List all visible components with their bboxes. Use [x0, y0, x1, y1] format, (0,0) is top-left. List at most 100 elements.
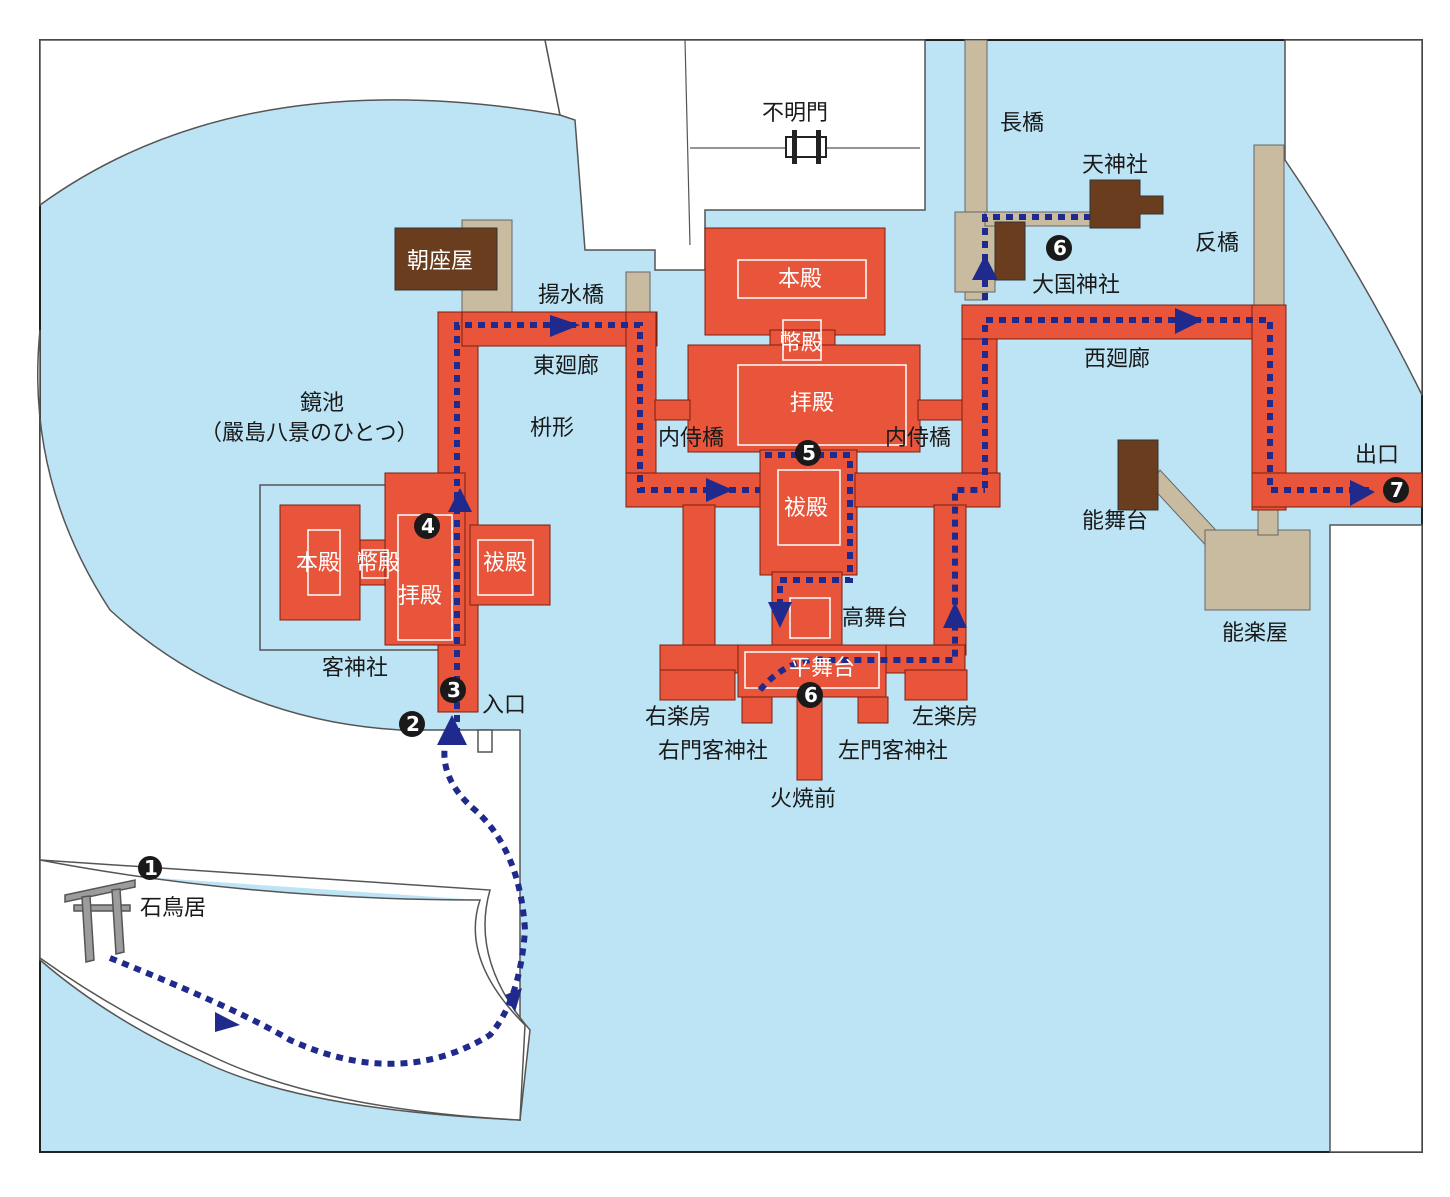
label-ishitorii: 石鳥居	[140, 896, 206, 921]
east-land	[1329, 524, 1423, 1153]
stop-label-3: 3	[447, 678, 461, 702]
daikoku-building	[994, 221, 1026, 281]
tenjinsha-building	[1089, 179, 1164, 229]
label-haraiden-main: 祓殿	[784, 496, 828, 521]
route-arrows	[215, 255, 1375, 1032]
marodo-honden	[279, 504, 361, 621]
label-fumeimon: 不明門	[762, 101, 828, 126]
entrance-gate	[477, 729, 493, 753]
marodo-haraiden	[469, 524, 551, 606]
arrow-icon-2	[505, 988, 522, 1012]
arrow-icon-9	[972, 255, 998, 280]
label-gakuya: 能楽屋	[1222, 621, 1288, 646]
torii-leg-l	[81, 895, 95, 963]
label-ugakuya: 右楽房	[645, 705, 711, 730]
stop-marker-5	[795, 440, 821, 466]
arrow-icon-1	[215, 1012, 240, 1032]
ugakuya-left	[659, 669, 736, 701]
haraiden-outline	[777, 469, 841, 546]
label-honden-marodo: 本殿	[296, 551, 340, 576]
naishi-bridge-r	[917, 399, 967, 421]
label-heiden-marodo: 幣殿	[356, 551, 400, 576]
walkway-land	[39, 859, 526, 1121]
route-seg-4	[765, 452, 853, 605]
sagakuya-right	[904, 669, 968, 701]
label-haiden-marodo: 拝殿	[398, 584, 442, 609]
label-kagami-ike-sub: （嚴島八景のひとつ）	[200, 421, 418, 446]
torii-leg-r	[111, 888, 125, 955]
takabutai-outline	[789, 597, 831, 639]
label-naishi-left: 内侍橋	[658, 426, 724, 451]
sorihashi-bridge	[1253, 144, 1285, 306]
asazaya-building	[394, 227, 498, 291]
label-tenjinsha: 天神社	[1082, 153, 1148, 178]
fumeimon-post-l	[792, 130, 797, 164]
route-seg-1	[108, 744, 529, 1067]
torii-icon	[64, 879, 136, 963]
nishi-kairo-low	[854, 472, 1001, 508]
stop-marker-3	[440, 677, 466, 703]
north-east-land	[1284, 39, 1423, 396]
label-kagami-ike: 鏡池	[300, 391, 344, 416]
arrow-icon-7	[768, 602, 792, 628]
label-samon: 左門客神社	[838, 739, 948, 764]
label-nagahashi: 長橋	[1000, 111, 1044, 136]
left-lower-corridor	[682, 504, 716, 651]
label-sagakuya: 左楽房	[912, 705, 978, 730]
label-honden-main: 本殿	[778, 267, 822, 292]
arrow-icon-5	[550, 315, 580, 337]
label-agemizu: 揚水橋	[538, 283, 604, 308]
label-haiden-main: 拝殿	[790, 391, 834, 416]
label-deguchi: 出口	[1355, 443, 1399, 468]
north-land-line	[684, 39, 691, 246]
haraiden-building	[759, 449, 858, 576]
stop-label-5: 5	[802, 441, 816, 465]
fumeimon-post-r	[816, 130, 821, 164]
nobutai-building	[1117, 439, 1159, 511]
label-nobutai: 能舞台	[1082, 509, 1148, 534]
north-land	[544, 39, 926, 271]
label-takabutai: 高舞台	[842, 606, 908, 631]
label-iriguchi: 入口	[482, 693, 526, 718]
stop-label-4: 4	[421, 514, 435, 538]
label-umon: 右門客神社	[658, 739, 768, 764]
stop-marker-6b	[797, 682, 823, 708]
label-masugata: 枡形	[530, 416, 574, 441]
stop-markers: 1 2 3 4 5 6 6 7	[138, 235, 1409, 880]
label-nishi-kairo: 西廻廊	[1084, 347, 1150, 372]
stop-label-1: 1	[144, 856, 158, 880]
arrow-icon-3	[437, 715, 467, 745]
label-hitakisaki: 火焼前	[770, 787, 836, 812]
samon-shrine	[857, 696, 889, 724]
heiden-outline	[782, 319, 822, 361]
stop-marker-6a	[1046, 235, 1072, 261]
naishi-bridge-l	[654, 399, 691, 421]
arrow-icon-10	[1175, 308, 1203, 334]
label-sorihashi: 反橋	[1195, 231, 1239, 256]
label-marodo: 客神社	[322, 656, 388, 681]
agemizu-bridge	[625, 271, 651, 313]
stop-marker-4	[414, 513, 440, 539]
torii-beam	[73, 904, 131, 912]
stop-label-7: 7	[1390, 478, 1404, 502]
haiden-outline	[737, 364, 907, 446]
arrow-icon-4	[448, 488, 472, 512]
label-daikoku: 大国神社	[1032, 273, 1120, 298]
route-seg-5	[757, 487, 985, 692]
arrow-icon-6	[706, 478, 733, 502]
arrow-icon-11	[1350, 480, 1375, 506]
hitakisaki-pier	[796, 694, 823, 781]
honden-outline	[737, 259, 867, 299]
label-naishi-right: 内侍橋	[885, 426, 951, 451]
stop-label-6a: 6	[1053, 236, 1067, 260]
right-lower-corridor	[933, 504, 967, 656]
marodo-haraiden-outline	[477, 539, 534, 596]
label-hirabutai: 平舞台	[789, 656, 855, 681]
arrow-icon-8	[943, 602, 967, 628]
marodo-heiden-outline	[361, 549, 389, 579]
stop-label-6b: 6	[804, 683, 818, 707]
route-seg-3	[454, 322, 760, 512]
shore-land	[39, 39, 561, 207]
label-haraiden-marodo: 祓殿	[483, 551, 527, 576]
